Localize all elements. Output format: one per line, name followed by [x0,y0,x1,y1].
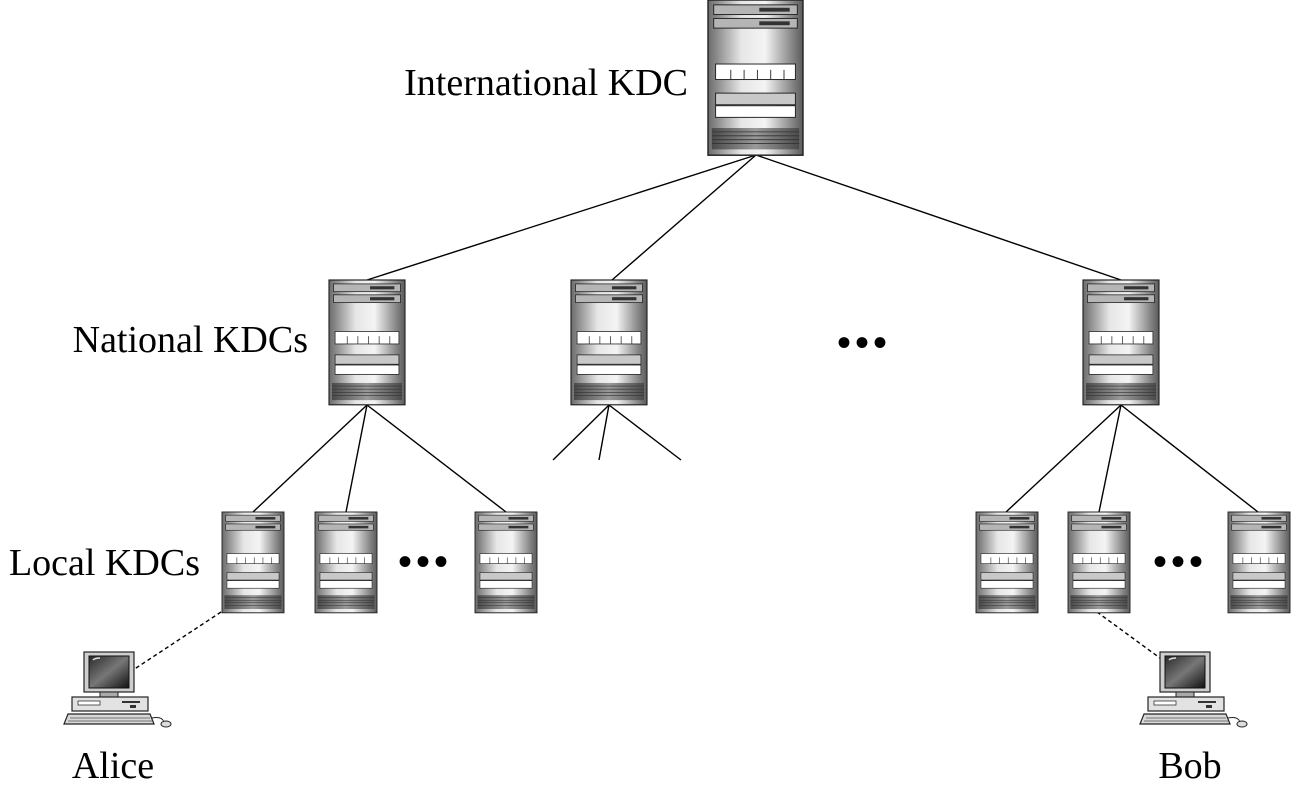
ellipsis-local-left: ••• [398,539,452,584]
international-kdc-label: International KDC [404,62,688,104]
computer-icon[interactable] [1139,651,1248,728]
server-icon[interactable] [1227,511,1291,614]
national-kdcs-label: National KDCs [73,319,308,361]
edge-national3-local-1 [1005,404,1122,513]
edge-national2-stub-1 [552,404,610,461]
server-icon[interactable] [975,511,1039,614]
server-icon[interactable] [1082,279,1160,406]
edge-national2-stub-2 [598,404,610,461]
alice-label: Alice [72,745,154,787]
edge-intl-national-3 [755,154,1122,281]
edge-national1-local-1 [252,404,368,513]
local-kdcs-label: Local KDCs [9,542,200,584]
edge-intl-national-2 [611,154,757,281]
tree-edges [129,154,1259,673]
computer-icon[interactable] [63,651,172,728]
server-icon[interactable] [707,0,804,156]
bob-label: Bob [1158,745,1221,787]
link-bob-local [1096,611,1161,659]
edge-national1-local-2 [345,404,368,513]
edge-national3-local-2 [1098,404,1122,513]
ellipsis-local-right: ••• [1153,539,1207,584]
server-icon[interactable] [1067,511,1131,614]
server-icon[interactable] [314,511,378,614]
edge-national2-stub-3 [608,404,682,461]
server-icon[interactable] [474,511,538,614]
server-icon[interactable] [570,279,648,406]
link-alice-local [129,611,222,673]
edge-national1-local-3 [366,404,507,513]
ellipsis-national: ••• [837,320,891,365]
edge-national3-local-3 [1120,404,1259,513]
server-icon[interactable] [221,511,285,614]
edge-intl-national-1 [366,154,757,281]
server-icon[interactable] [328,279,406,406]
